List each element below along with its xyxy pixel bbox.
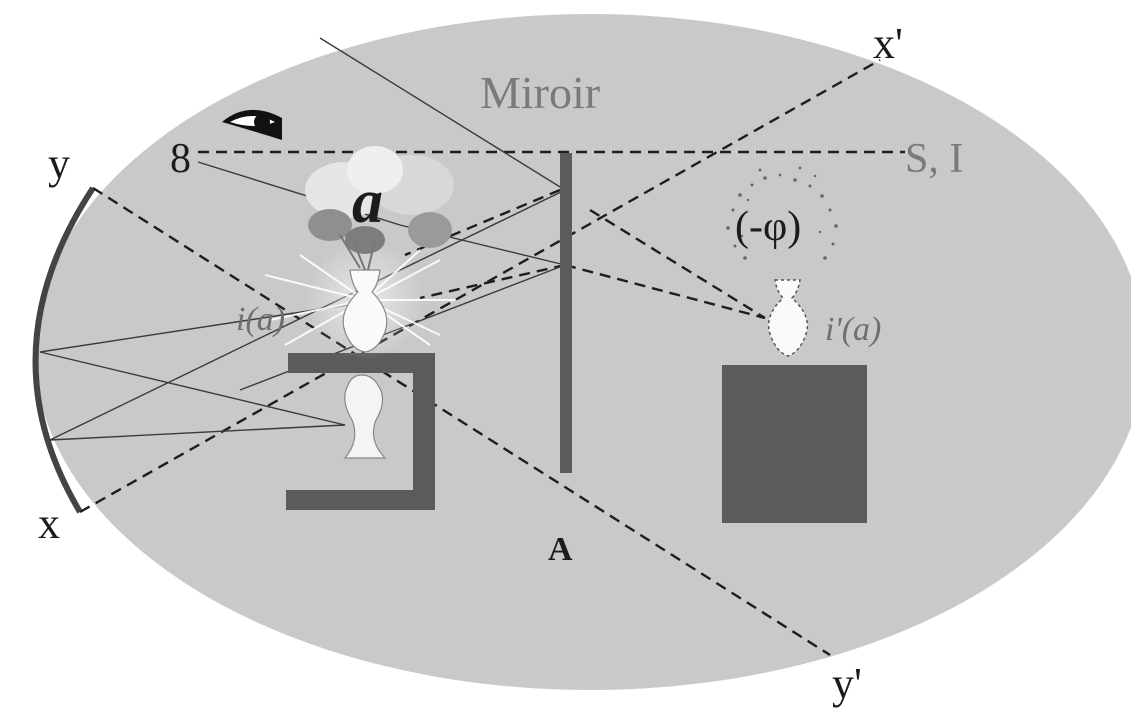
ray-eye-1 (197, 161, 401, 226)
label-i-prime-a: i'(a) (825, 311, 881, 348)
ray-left-2 (39, 351, 346, 426)
label-a-flower: a (352, 168, 383, 236)
vase-virtual (767, 279, 809, 357)
vase-real (342, 269, 388, 353)
label-i-a: i(a) (236, 301, 285, 338)
flower-bouquet (305, 146, 454, 271)
dashed-line-x-xprime (79, 58, 881, 514)
label-eight: 8 (170, 136, 191, 182)
pedestal-block (722, 365, 867, 523)
box-bracket (286, 353, 435, 510)
concave-mirror-arc (32, 186, 96, 514)
label-y-prime: y' (832, 659, 862, 708)
label-s-i: S, I (905, 136, 963, 182)
dashed-ray-4 (404, 188, 561, 257)
ray-top (319, 37, 566, 191)
label-phi: (-φ) (735, 204, 801, 250)
label-y: y (48, 139, 70, 188)
dust-cloud (726, 166, 838, 260)
dashed-ray-2 (589, 208, 766, 320)
label-miroir: Miroir (480, 67, 600, 118)
label-A: A (548, 531, 573, 568)
label-x: x (38, 499, 60, 548)
eye-icon (222, 109, 282, 140)
vase-inverted (343, 374, 387, 459)
label-x-prime: x' (873, 19, 903, 68)
dashed-line-y-yprime (92, 186, 831, 657)
ray-left-3 (49, 424, 346, 441)
plane-mirror (560, 153, 572, 473)
dashed-ray-3 (419, 263, 566, 300)
dashed-ray-1 (564, 263, 766, 320)
